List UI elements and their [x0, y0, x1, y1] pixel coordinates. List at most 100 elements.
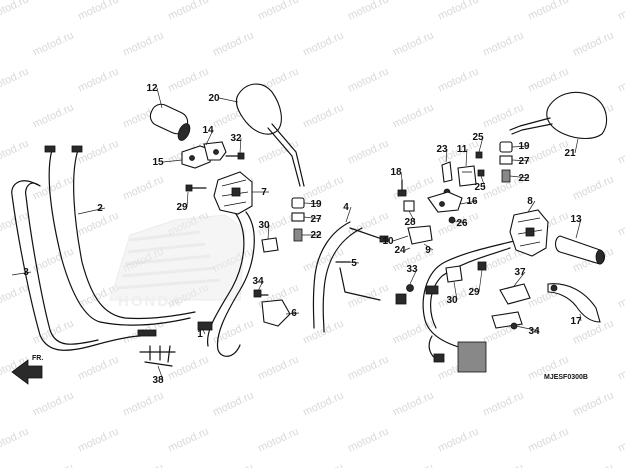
callout-1: 1 [197, 329, 203, 340]
watermark-text: motod.ru [346, 137, 390, 166]
callout-14: 14 [202, 125, 214, 136]
leader-line-3 [11, 271, 32, 276]
screw-29-left [185, 184, 207, 192]
cable-5 [322, 227, 363, 333]
watermark-text: motod.ru [211, 389, 255, 418]
screw-18 [397, 179, 407, 197]
watermark-text: motod.ru [571, 389, 615, 418]
watermark-text: motod.ru [391, 29, 435, 58]
watermark-text: motod.ru [526, 65, 570, 94]
mirror-right-21 [509, 91, 608, 140]
watermark-text: motod.ru [616, 353, 625, 382]
watermark-text: motod.ru [526, 0, 570, 23]
leader-line-11 [465, 148, 468, 167]
leader-line-32 [239, 137, 242, 154]
right-switch-harness [422, 239, 519, 351]
watermark-text: motod.ru [526, 425, 570, 454]
throttle-cable-3 [11, 180, 141, 351]
leader-line-23 [445, 148, 448, 163]
watermark-text: motod.ru [616, 281, 625, 310]
watermark-text: motod.ru [616, 137, 625, 166]
callout-16: 16 [466, 196, 478, 207]
connector-block [457, 341, 487, 373]
grommet-33 [406, 284, 414, 292]
watermark-text: motod.ru [76, 0, 120, 23]
callout-19: 19 [310, 199, 322, 210]
leader-line-30 [453, 281, 458, 301]
leader-line-18 [400, 171, 403, 181]
watermark-text: motod.ru [346, 65, 390, 94]
watermark-text: motod.ru [121, 389, 165, 418]
leader-line-25 [478, 136, 484, 153]
watermark-text: motod.ru [211, 29, 255, 58]
adapter-22-right [501, 169, 511, 183]
callout-17: 17 [570, 316, 582, 327]
leader-line-2 [77, 207, 106, 215]
diagram-code: MJESF0300B [544, 374, 588, 381]
callout-25: 25 [472, 132, 484, 143]
leader-line-4 [345, 206, 352, 223]
watermark-text: motod.ru [0, 0, 31, 23]
callout-25: 25 [474, 182, 486, 193]
leader-line-17 [579, 313, 582, 322]
leader-line-9 [423, 243, 434, 251]
bracket-16 [427, 191, 463, 213]
callout-21: 21 [564, 148, 576, 159]
watermark-text: motod.ru [616, 65, 625, 94]
callout-24: 24 [394, 245, 406, 256]
watermark-text: motod.ru [0, 65, 31, 94]
nut-27-left [291, 212, 305, 222]
callout-3: 3 [23, 267, 29, 278]
watermark-text: motod.ru [0, 281, 31, 310]
callout-18: 18 [390, 167, 402, 178]
clutch-lever-17 [547, 283, 601, 323]
watermark-text: motod.ru [76, 137, 120, 166]
watermark-text: motod.ru [256, 353, 300, 382]
brake-switch-11 [457, 165, 477, 187]
watermark-text: motod.ru [346, 425, 390, 454]
watermark-text: motod.ru [481, 29, 525, 58]
watermark-text: motod.ru [571, 461, 615, 468]
leader-line-28 [408, 210, 416, 223]
leader-line-20 [218, 97, 239, 103]
callout-23: 23 [436, 144, 448, 155]
cable-clip-38 [139, 345, 176, 367]
watermark-text: motod.ru [31, 173, 75, 202]
watermark-text: motod.ru [211, 461, 255, 468]
callout-13: 13 [570, 214, 582, 225]
leader-line-12 [156, 87, 163, 109]
watermark-text: motod.ru [436, 425, 480, 454]
watermark-text: motod.ru [301, 173, 345, 202]
callout-28: 28 [404, 217, 416, 228]
leader-line-29 [186, 191, 189, 208]
callout-38: 38 [152, 375, 164, 386]
watermark-text: motod.ru [436, 0, 480, 23]
watermark-text: motod.ru [256, 0, 300, 23]
leader-line-34 [257, 280, 264, 292]
watermark-text: motod.ru [616, 0, 625, 23]
leader-line-19 [303, 202, 322, 205]
watermark-text: motod.ru [391, 389, 435, 418]
watermark-text: motod.ru [121, 29, 165, 58]
watermark-text: motod.ru [616, 425, 625, 454]
watermark-text: motod.ru [76, 353, 120, 382]
cable-clamp-30-right [445, 265, 463, 283]
leader-line-24 [404, 247, 411, 251]
honda-wing-logo: HONDA [109, 214, 246, 310]
callout-6: 6 [291, 308, 297, 319]
mount-bracket-24 [407, 225, 433, 245]
screw-25a [475, 151, 483, 159]
watermark-text: motod.ru [301, 461, 345, 468]
watermark-text: motod.ru [76, 65, 120, 94]
callout-34: 34 [528, 326, 540, 337]
connector-left [197, 321, 213, 331]
callout-15: 15 [152, 157, 164, 168]
watermark-text: motod.ru [616, 209, 625, 238]
leader-line-5 [349, 261, 360, 264]
throttle-housing-14 [181, 141, 227, 169]
watermark-text: motod.ru [166, 0, 210, 23]
screw-25b [477, 169, 485, 177]
watermark-text: motod.ru [346, 0, 390, 23]
watermark-text: motod.ru [571, 173, 615, 202]
